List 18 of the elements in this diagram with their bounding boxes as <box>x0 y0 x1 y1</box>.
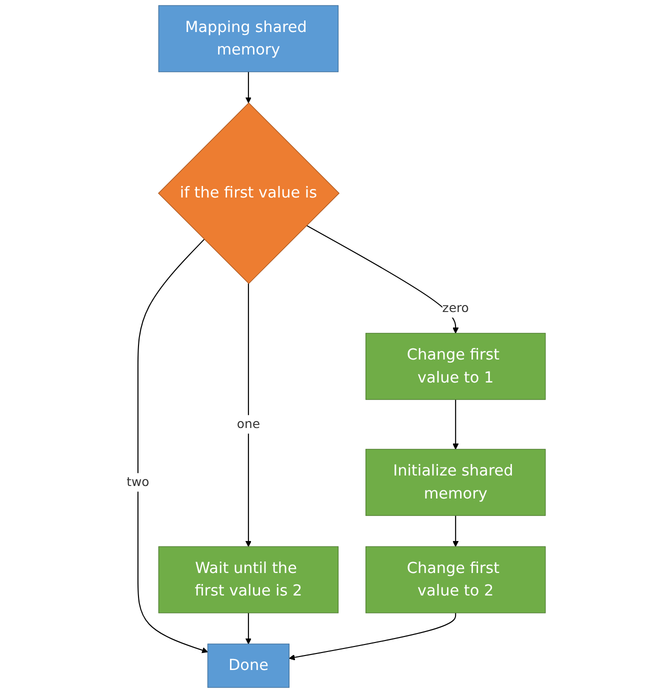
edge-label: two <box>126 475 150 490</box>
node-box <box>365 546 546 614</box>
arrow <box>452 516 459 547</box>
node-box <box>158 546 339 614</box>
node-box <box>158 5 339 72</box>
arrow <box>245 612 252 644</box>
node-box <box>365 332 546 400</box>
arrow <box>137 238 208 654</box>
arrow <box>245 284 252 547</box>
edge-label: one <box>236 417 260 432</box>
arrow <box>452 400 459 450</box>
edge-label: zero <box>442 301 469 316</box>
arrow <box>306 225 459 334</box>
arrow <box>288 612 456 660</box>
node-box <box>207 644 290 688</box>
arrow <box>245 72 252 104</box>
node-box <box>365 448 546 516</box>
node-diamond <box>158 102 340 284</box>
